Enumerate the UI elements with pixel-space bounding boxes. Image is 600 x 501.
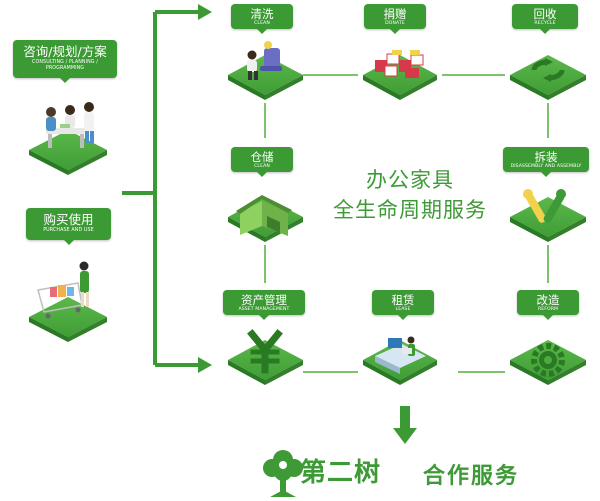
tile-clean bbox=[228, 41, 303, 100]
label-consulting-zh: 咨询/规划/方案 bbox=[23, 44, 107, 59]
arrow-down-icon bbox=[393, 406, 417, 444]
label-purchase-en: PURCHASE AND USE bbox=[43, 228, 94, 233]
label-reform-en: REFORM bbox=[537, 307, 559, 312]
grid-connectors bbox=[264, 74, 549, 373]
tile-asset bbox=[228, 329, 303, 385]
label-donate-en: DONATE bbox=[385, 21, 405, 26]
yen-icon bbox=[247, 329, 283, 374]
tile-donate bbox=[363, 50, 437, 100]
brand-name: 第二树 bbox=[300, 458, 382, 488]
donation-blocks-icon bbox=[375, 50, 424, 78]
label-clean-en: CLEAN bbox=[254, 21, 270, 26]
tile-disassembly bbox=[510, 189, 586, 242]
label-donate: 捐赠 DONATE bbox=[364, 4, 426, 34]
tile-reform bbox=[510, 340, 586, 385]
tile-purchase bbox=[29, 261, 107, 342]
label-disassembly-en: DISASSEMBLY AND ASSEMBLY bbox=[510, 164, 582, 169]
label-consulting-en: CONSULTING / PLANNING / PROGRAMMING bbox=[32, 60, 98, 71]
label-consulting: 咨询/规划/方案 CONSULTING / PLANNING / PROGRAM… bbox=[13, 40, 117, 83]
gear-icon bbox=[531, 343, 565, 377]
label-purchase-zh: 购买使用 bbox=[43, 212, 94, 227]
label-donate-zh: 捐赠 bbox=[383, 7, 407, 21]
label-reform-zh: 改造 bbox=[536, 293, 560, 307]
label-asset: 资产管理 ASSET MANAGEMENT bbox=[223, 290, 305, 320]
tile-recycle bbox=[510, 55, 586, 100]
brand-slogan: 合作服务 bbox=[423, 464, 520, 489]
recycle-icon bbox=[531, 58, 565, 82]
meeting-people-icon bbox=[46, 102, 94, 148]
label-storage-zh: 仓储 bbox=[250, 150, 274, 164]
main-flow-connector bbox=[122, 10, 200, 367]
arrow-right-icon bbox=[198, 4, 212, 20]
label-storage-en: CLEAN bbox=[254, 164, 270, 169]
label-recycle-en: RECYCLE bbox=[534, 21, 556, 26]
label-asset-zh: 资产管理 bbox=[241, 293, 287, 307]
center-title: 办公家具 全生命周期服务 bbox=[300, 165, 520, 225]
tile-storage bbox=[228, 195, 303, 242]
warehouse-icon bbox=[236, 195, 292, 236]
center-title-line2: 全生命周期服务 bbox=[333, 198, 487, 222]
label-reform: 改造 REFORM bbox=[517, 290, 579, 320]
label-asset-en: ASSET MANAGEMENT bbox=[238, 307, 290, 312]
label-storage: 仓储 CLEAN bbox=[231, 147, 293, 177]
label-lease-zh: 租赁 bbox=[391, 293, 415, 307]
label-recycle: 回收 RECYCLE bbox=[512, 4, 578, 34]
label-disassembly: 拆装 DISASSEMBLY AND ASSEMBLY bbox=[503, 147, 589, 177]
label-lease: 租赁 LEASE bbox=[372, 290, 434, 320]
tile-consulting bbox=[29, 102, 107, 175]
desk-workstation-icon bbox=[375, 336, 426, 374]
label-disassembly-zh: 拆装 bbox=[534, 150, 558, 164]
center-title-line1: 办公家具 bbox=[366, 168, 454, 192]
label-recycle-zh: 回收 bbox=[533, 7, 557, 21]
tree-logo-icon bbox=[263, 450, 303, 497]
label-clean: 清洗 CLEAN bbox=[231, 4, 293, 34]
label-clean-zh: 清洗 bbox=[250, 7, 274, 21]
wrench-icon bbox=[523, 189, 566, 223]
shopping-cart-icon bbox=[37, 261, 89, 319]
label-purchase: 购买使用 PURCHASE AND USE bbox=[26, 208, 111, 245]
arrow-right-icon bbox=[198, 357, 212, 373]
tile-lease bbox=[363, 336, 437, 385]
label-lease-en: LEASE bbox=[395, 307, 411, 312]
cleaning-chair-icon bbox=[247, 41, 282, 80]
